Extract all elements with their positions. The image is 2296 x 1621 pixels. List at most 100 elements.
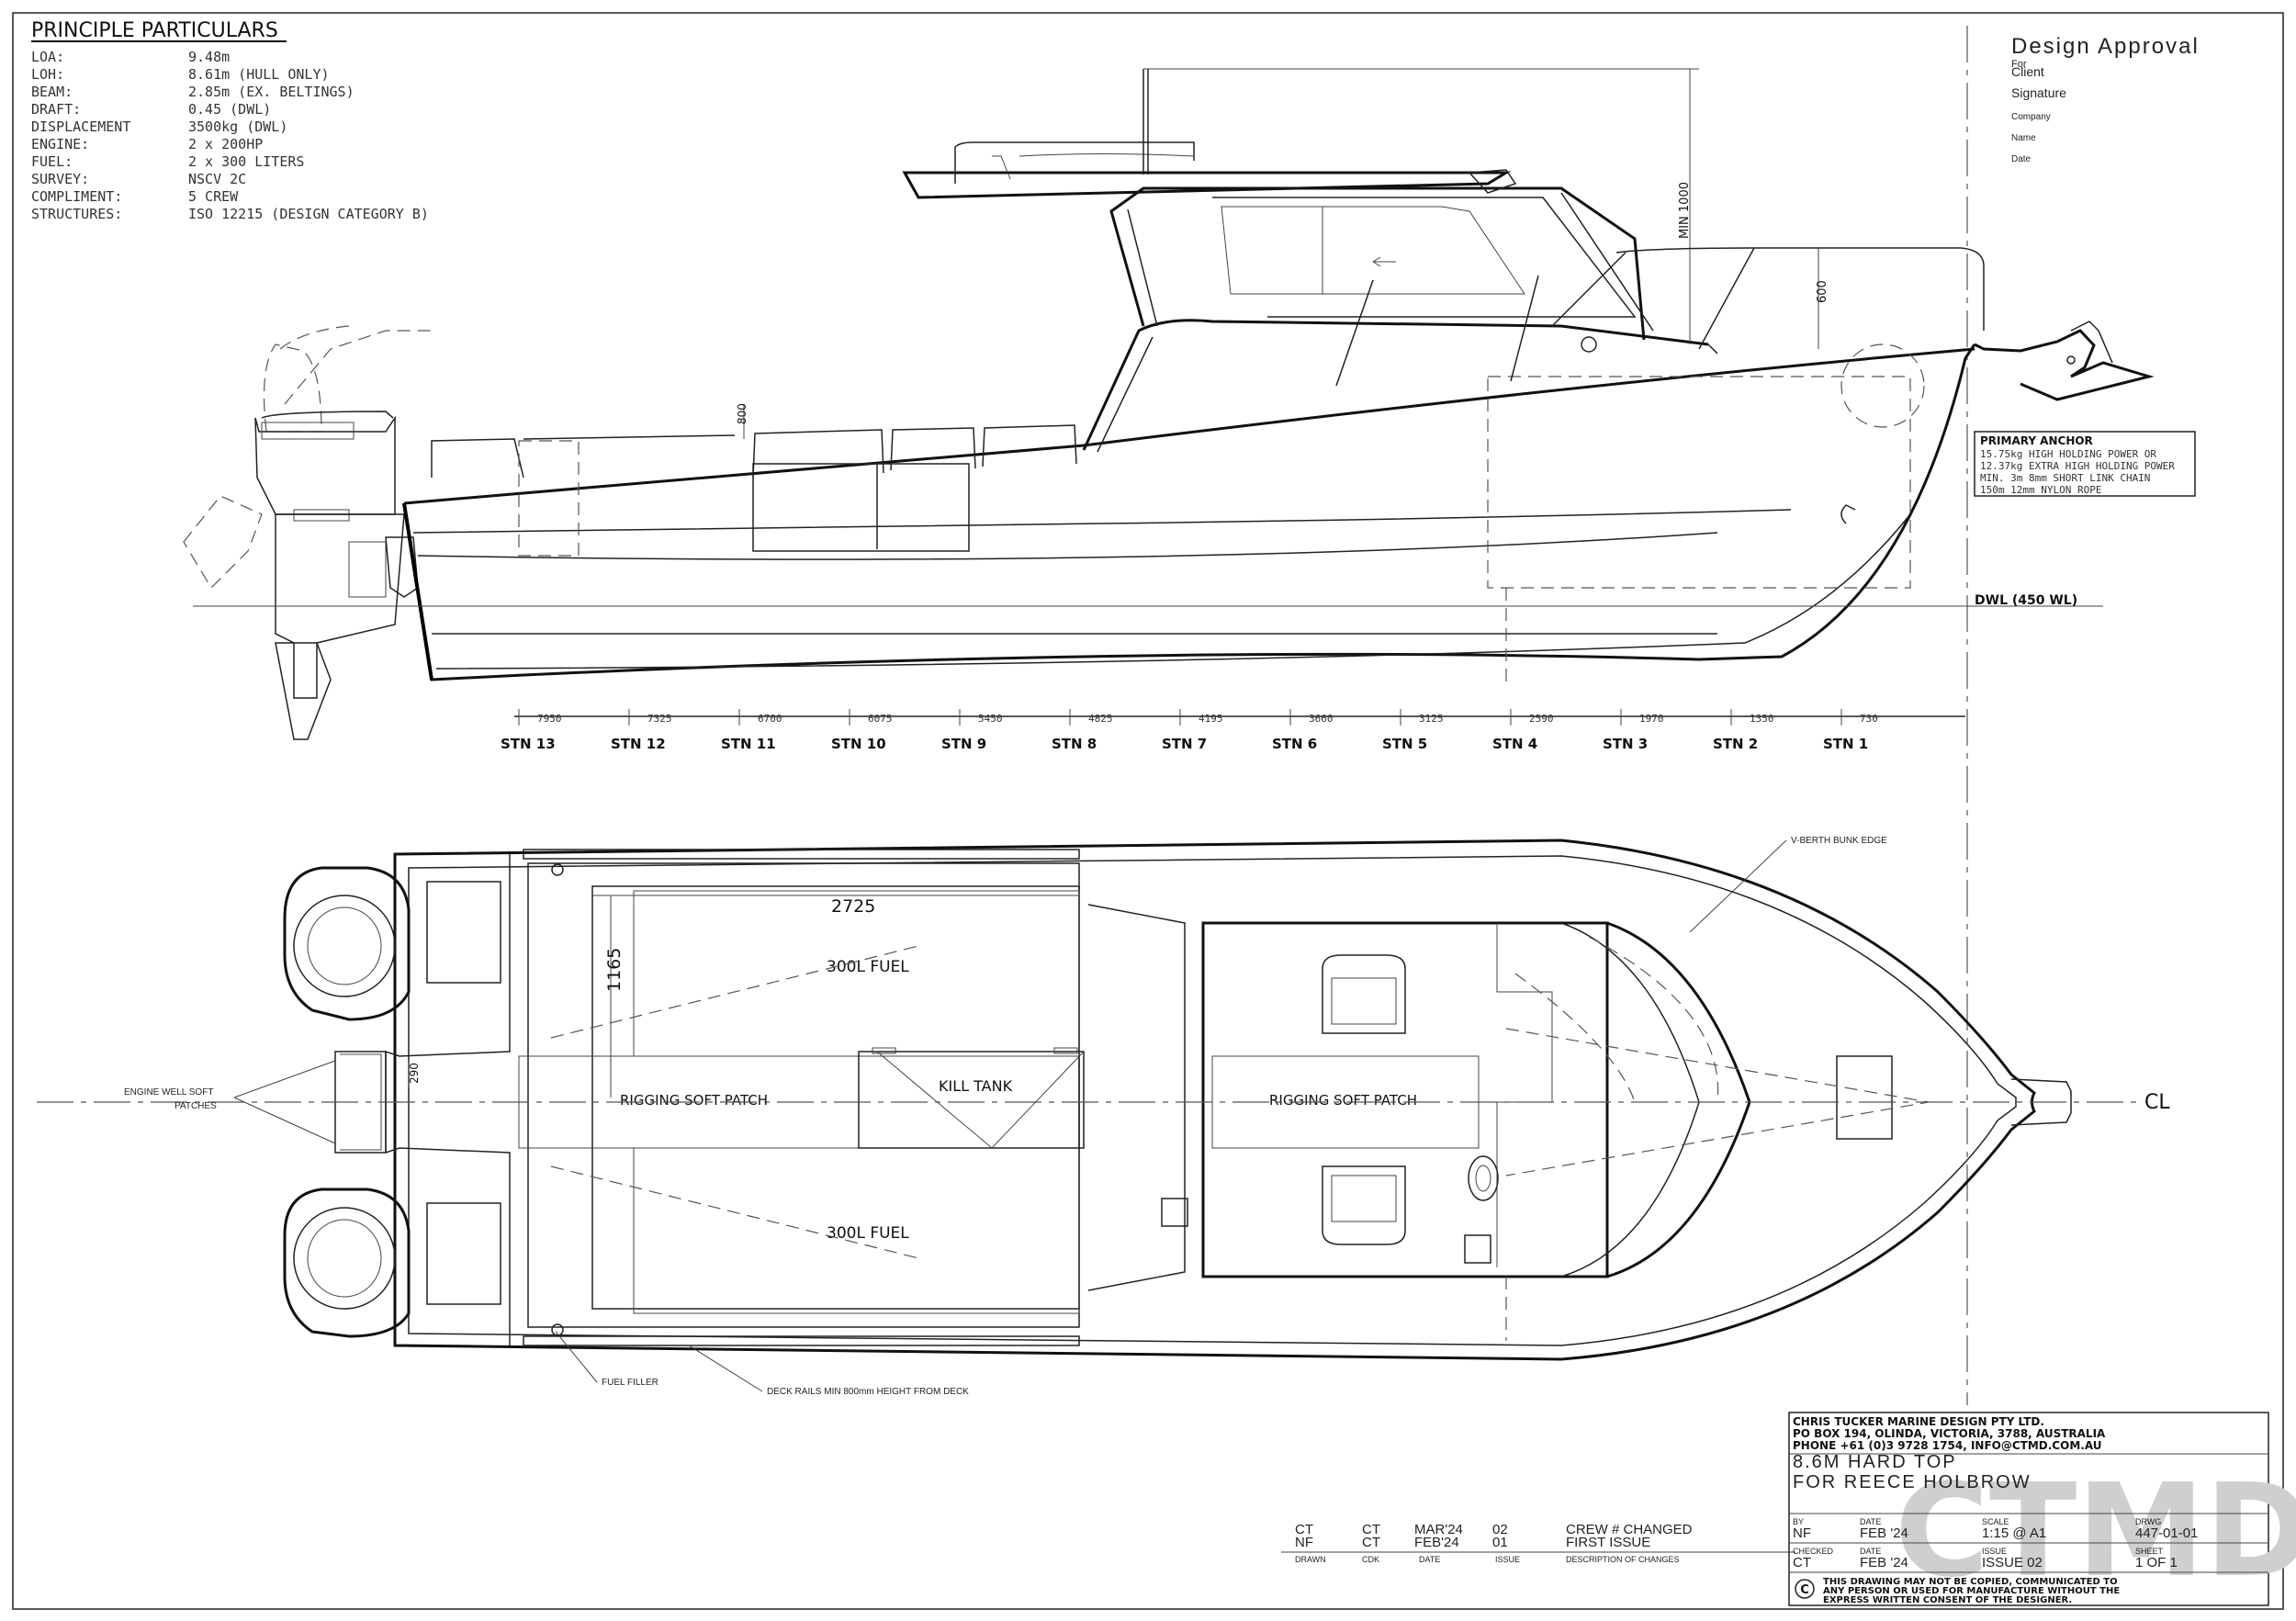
vberth-leader: [1689, 839, 1787, 933]
design-approval-block: Design Approval For ClientSignatureCompa…: [2011, 34, 2200, 164]
station-label: STN 8: [1052, 736, 1097, 752]
station-offset: 4195: [1199, 713, 1223, 725]
drwg-label: DRWG: [2135, 1517, 2161, 1526]
company-phone: PHONE +61 (0)3 9728 1754, INFO@CTMD.COM.…: [1793, 1439, 2101, 1452]
copyright-symbol: C: [1800, 1583, 1809, 1597]
port-engine-cowl: [283, 866, 411, 1021]
cleat: [1581, 336, 1597, 353]
anchor-note-box: [1974, 431, 2196, 497]
drwg-value: 447-01-01: [2135, 1525, 2198, 1541]
dim-2725: 2725: [831, 896, 875, 917]
centreline-label: CL: [2144, 1091, 2170, 1114]
steering-wheel-hub: [1475, 1165, 1491, 1192]
fuel-filler-note: FUEL FILLER: [602, 1378, 658, 1388]
helm-seat-port: [1322, 954, 1406, 1034]
station-offset: 7325: [647, 713, 672, 725]
dashed-cabin: [1487, 376, 1911, 589]
bow-eye: [1840, 504, 1856, 524]
engine-well-note-2: PATCHES: [174, 1101, 217, 1111]
revision-cell: 02: [1492, 1522, 1508, 1537]
dim-1165: 1165: [604, 948, 625, 992]
chine-line: [417, 532, 1718, 560]
approval-title: Design Approval: [2011, 34, 2200, 59]
scale-value: 1:15 @ A1: [1982, 1525, 2046, 1541]
seat-base-stbd: [1322, 1165, 1406, 1245]
vberth-dashed: [1514, 936, 1719, 1103]
roof-rail-detail: [992, 153, 1195, 180]
station-label: STN 10: [831, 736, 886, 752]
bow-roller-plan: [2010, 1078, 2072, 1126]
approval-for-label: For: [2011, 59, 2027, 70]
revision-cell: MAR'24: [1414, 1522, 1463, 1537]
cockpit-side-locker: [752, 463, 970, 552]
cabin-side: [1082, 319, 1709, 451]
engine-bracket: [348, 541, 387, 598]
vberth-note: V-BERTH BUNK EDGE: [1791, 836, 1887, 846]
date-label: DATE: [1860, 1517, 1881, 1526]
date2-label: DATE: [1860, 1547, 1881, 1556]
station-offset: 1970: [1639, 713, 1664, 725]
seat-aft-port: [1161, 1198, 1188, 1227]
stbd-engine-top-inner: [307, 1219, 382, 1298]
station-offset: 730: [1860, 713, 1878, 725]
vberth-inner: [1560, 922, 1700, 1278]
particular-value: 2 x 200HP: [188, 136, 263, 152]
propeller-ghost: [183, 495, 263, 589]
particular-value: ISO 12215 (DESIGN CATEGORY B): [188, 206, 429, 222]
particular-value: 2 x 300 LITERS: [188, 153, 304, 170]
station-label: STN 4: [1492, 736, 1537, 752]
engine-tilt-ghost: [263, 343, 322, 433]
windscreen: [1212, 197, 1637, 318]
kill-tank-hinge-1: [872, 1047, 896, 1054]
particulars-heading: PRINCIPLE PARTICULARS: [31, 19, 278, 42]
station-label: STN 1: [1823, 736, 1868, 752]
particular-label: LOA:: [31, 49, 64, 65]
particular-value: NSCV 2C: [188, 171, 246, 187]
plan-dashed-guides: [550, 945, 919, 1259]
station-label: STN 5: [1382, 736, 1427, 752]
port-rail: [523, 849, 1080, 860]
date-value: FEB '24: [1860, 1525, 1908, 1541]
outboard-cowling: [254, 415, 396, 515]
chine-line-upper: [412, 509, 1792, 534]
particular-label: LOH:: [31, 66, 64, 83]
engine-handle: [293, 509, 350, 522]
copyright-icon: [1795, 1579, 1815, 1599]
fuel-tank-top: 300L FUEL: [827, 958, 909, 976]
approval-field: Client: [2011, 64, 2044, 79]
bimini-strut-2: [1510, 275, 1539, 382]
checked-label: CHECKED: [1793, 1547, 1834, 1556]
watermark: CTMD: [1895, 1457, 2296, 1606]
revision-cell: 01: [1492, 1535, 1508, 1550]
hardtop-roof: [902, 171, 1512, 199]
station-offset: 5450: [978, 713, 1003, 725]
engine-badge: [261, 422, 355, 440]
bow-rail: [1615, 247, 1985, 331]
rigging-fwd-label: RIGGING SOFT PATCH: [1269, 1092, 1417, 1109]
cabin-partition: [1496, 923, 1553, 1267]
dim-290: 290: [408, 1063, 421, 1084]
slide-arrow: [1372, 256, 1396, 267]
particular-value: 8.61m (HULL ONLY): [188, 66, 330, 83]
station-label: STN 7: [1162, 736, 1207, 752]
seat-fwd-stbd: [1464, 1234, 1491, 1264]
sheet-border: [12, 12, 2284, 1610]
station-offset: 1350: [1750, 713, 1774, 725]
outboard-propeller: [275, 642, 332, 740]
issue-value: ISSUE 02: [1982, 1555, 2043, 1570]
revision-cell: FEB'24: [1414, 1535, 1459, 1550]
title-block: CTMD CHRIS TUCKER MARINE DESIGN PTY LTD.…: [1788, 1412, 2296, 1606]
engine-well-note-1: ENGINE WELL SOFT: [124, 1087, 213, 1098]
anchor-fitting: [2070, 321, 2113, 364]
revision-header: DATE: [1419, 1555, 1440, 1564]
anchor-well: [1836, 1055, 1893, 1140]
station-offset: 3125: [1419, 713, 1444, 725]
station-offset: 2590: [1529, 713, 1554, 725]
seat-cushion-stbd: [1331, 1175, 1397, 1222]
